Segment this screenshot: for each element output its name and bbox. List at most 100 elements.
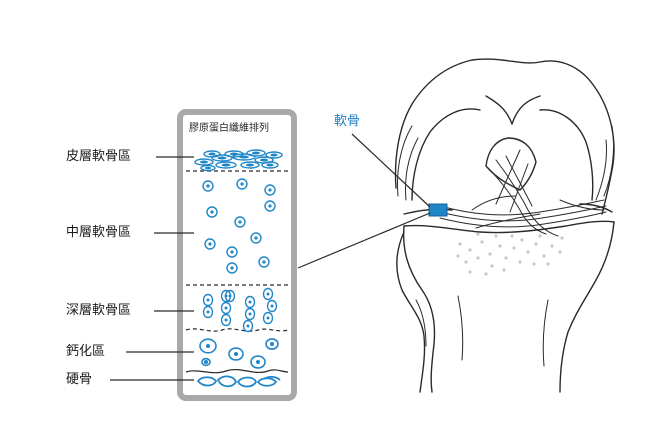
middle-zone-cell [258,256,270,268]
bone-dot [476,256,480,260]
middle-zone-cell [226,246,238,258]
tibia-plateau [403,220,615,234]
bone-dot [468,248,472,252]
bone-dot [464,260,468,264]
bone-dot [560,236,564,240]
zone-label-middle: 中層軟骨區 [66,225,132,240]
cartilage-label-pointer [351,133,431,208]
tibia-inner-contour [457,295,549,367]
deep-zone-cell [244,295,256,309]
knee-joint-drawing [394,58,615,393]
joint-line [403,203,613,215]
superficial-cell [211,154,233,162]
collateral-ligament-right [595,125,615,201]
deep-zone-cell [202,305,214,319]
bone-dot [458,242,462,246]
middle-zone-cell [236,178,248,190]
chondrocytes [194,149,283,388]
bone-dots [456,232,564,276]
calcified-zone-cell [201,357,211,367]
bone-dot [468,270,472,274]
superficial-cell [203,150,221,158]
superficial-cell [265,151,283,159]
bone-dot [484,272,488,276]
deep-zone-cell [262,311,274,325]
bone-trabecula [263,375,281,381]
middle-zone-cell [250,232,262,244]
pointer-lines [297,133,431,269]
condyle-right-contour [539,109,594,201]
zone-label-superficial: 皮層軟骨區 [66,149,132,164]
bone-dot [550,244,554,248]
femur-outline [394,58,615,215]
bone-trabecula [216,375,237,388]
panel-frame [177,109,297,401]
bone-dot [490,264,494,268]
bone-dot [520,238,524,242]
bone-dot [534,242,538,246]
middle-zone-cell [204,238,216,250]
calcified-zone-cell [265,338,279,350]
deep-zone-cell [242,319,254,333]
calcified-zone-cell [199,338,217,354]
zone-label-bone: 硬骨 [66,372,93,387]
fibula-outline [396,231,426,393]
deep-zone-cell [202,293,214,307]
bone-dot [494,234,498,238]
bone-dot [512,246,516,250]
bone-dot [558,250,562,254]
femur-notch [485,95,541,125]
bone-dot [504,256,508,260]
bone-boundary-line [185,368,289,374]
collateral-ligament-left [397,125,419,201]
bone-dot [546,262,550,266]
panel-title: 膠原蛋白纖維排列 [189,123,269,134]
bone-trabecula [256,377,278,387]
tidemark-line [185,328,289,332]
superficial-cell [224,150,244,158]
bone-dot [542,254,546,258]
middle-zone-cell [226,262,238,274]
tibia-left-contour [402,225,436,393]
deep-zone-cell [220,289,232,303]
bone-dot [480,240,484,244]
bone-dot [526,250,530,254]
middle-zone-cell [234,216,246,228]
bone-dot [476,232,480,236]
bone-dot [518,260,522,264]
condyle-left-contour [411,108,481,201]
bone-dot [456,254,460,258]
calcified-zone-cell [228,347,244,361]
bone-trabecula [236,376,257,388]
cartilage-cross-section-panel [177,109,297,401]
superficial-cell [215,161,237,169]
superficial-cell [240,161,260,169]
bone-dot [510,234,514,238]
zone-label-calcified: 鈣化區 [66,344,106,359]
calcified-zone-cell [250,355,266,369]
zone-label-deep: 深層軟骨區 [66,303,132,318]
middle-zone-cell [202,180,214,192]
middle-zone-cell [264,200,276,212]
deep-zone-cell [262,287,274,301]
cartilage-label: 軟骨 [334,114,361,129]
zone-label-pointers [110,156,194,381]
deep-zone-cell [220,313,232,327]
deep-zone-cell [266,299,278,313]
superficial-cell [261,161,279,169]
superficial-cell [194,158,214,166]
superficial-cell [200,164,216,172]
deep-zone-cell [220,301,232,315]
tibia-right-contour [559,221,615,393]
bone-dot [532,262,536,266]
middle-zone-cell [264,184,276,196]
bone-dot [502,268,506,272]
bone-dot [498,244,502,248]
middle-zone-cell [206,206,218,218]
deep-zone-cell [244,307,256,321]
bone-dot [538,234,542,238]
cartilage-highlight-marker [428,203,448,217]
ligament-fibers [439,149,607,237]
femur-notch-inner [485,137,537,191]
